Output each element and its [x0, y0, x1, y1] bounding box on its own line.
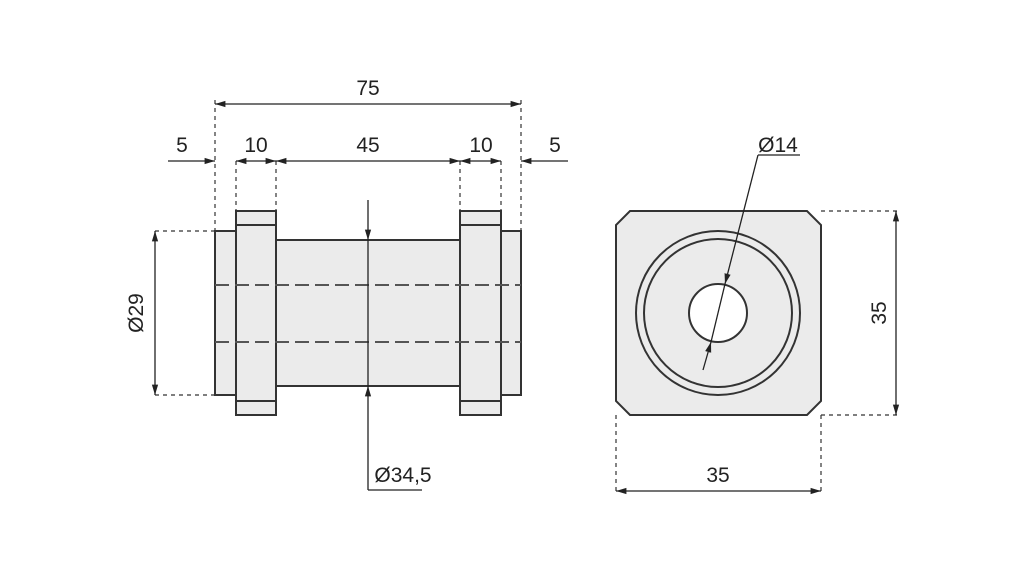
- right-flange: [459, 210, 502, 416]
- label-hole-diameter: Ø14: [758, 134, 798, 157]
- left-flange: [235, 210, 277, 416]
- extension-lines: [155, 100, 900, 495]
- front-view: [615, 154, 822, 416]
- dimension-lines: [151, 100, 900, 495]
- side-view: [214, 210, 522, 416]
- label-body-diameter: Ø34,5: [374, 464, 431, 487]
- label-overall-length: 75: [356, 77, 379, 100]
- label-right-flange-length: 10: [469, 134, 492, 157]
- label-left-cap-length: 5: [176, 134, 188, 157]
- label-right-cap-length: 5: [549, 134, 561, 157]
- label-left-flange-length: 10: [244, 134, 267, 157]
- label-front-width: 35: [706, 464, 729, 487]
- right-cap: [500, 230, 522, 396]
- label-cap-diameter: Ø29: [125, 293, 148, 333]
- outer-ring: [635, 230, 801, 396]
- inner-ring: [643, 238, 793, 388]
- label-body-length: 45: [356, 134, 379, 157]
- label-front-height: 35: [868, 301, 891, 324]
- left-cap: [214, 230, 237, 396]
